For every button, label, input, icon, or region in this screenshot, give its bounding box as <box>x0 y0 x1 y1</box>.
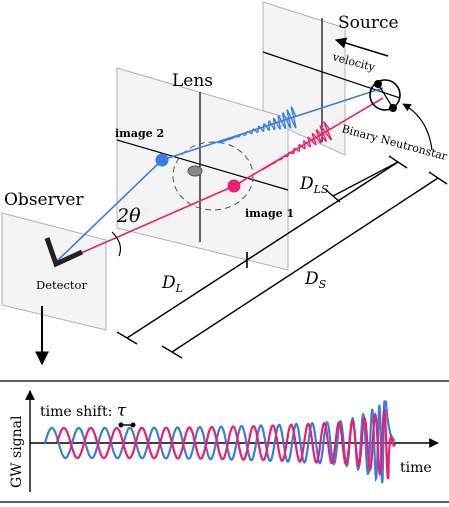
time-shift-left-dot <box>118 422 124 428</box>
image-2-point <box>155 153 169 167</box>
d-l-cap-left <box>116 331 138 345</box>
binary-pointer-arrow <box>402 103 433 151</box>
y-axis-label: GW signal <box>9 415 25 488</box>
d-l-label: DL <box>161 273 183 295</box>
observer-title: Observer <box>4 190 84 210</box>
lens-caustic-outer <box>172 141 254 211</box>
d-s-cap-left <box>161 345 183 359</box>
source-title: Source <box>338 13 399 33</box>
lens-title: Lens <box>172 71 213 91</box>
detector-icon <box>44 237 84 268</box>
d-s-cap-right <box>428 171 448 185</box>
time-shift-right-dot <box>130 422 136 428</box>
d-s-label: DS <box>304 269 327 291</box>
x-axis-label: time <box>400 460 432 476</box>
lens-core <box>187 165 203 177</box>
lens-axis-horizontal <box>116 139 289 191</box>
d-ls-cap-left <box>325 189 341 203</box>
d-s-bar <box>171 177 439 353</box>
pink-gw-waveform <box>56 407 397 480</box>
angle-arc <box>111 231 122 257</box>
pink-wave-packet <box>261 120 333 171</box>
d-l-cap-right <box>388 155 408 169</box>
angle-label: 2θ <box>116 205 141 227</box>
d-ls-label: DLS <box>299 174 329 196</box>
blue-wave-packet <box>217 105 297 144</box>
image-2-label: image 2 <box>115 127 164 140</box>
pink-ray-lens-observer <box>55 185 235 265</box>
d-ls-bar <box>332 161 399 197</box>
binary-label: Binary Neutronstar <box>340 122 449 163</box>
image-1-point <box>227 179 241 193</box>
lens-plane <box>116 67 289 271</box>
blue-ray-source-lens <box>161 87 384 161</box>
image-1-label: image 1 <box>245 207 294 220</box>
pink-ray-source-lens <box>233 97 384 187</box>
binary-axis <box>377 83 394 109</box>
blue-gw-waveform <box>43 400 396 484</box>
d-l-bar <box>126 161 399 339</box>
binary-orbit <box>369 79 401 111</box>
observer-plane <box>1 212 107 331</box>
detector-label: Detector <box>36 278 87 292</box>
time-shift-label: time shift: τ <box>40 401 127 421</box>
velocity-arrow <box>334 37 389 57</box>
blue-ray-lens-observer <box>55 159 163 263</box>
